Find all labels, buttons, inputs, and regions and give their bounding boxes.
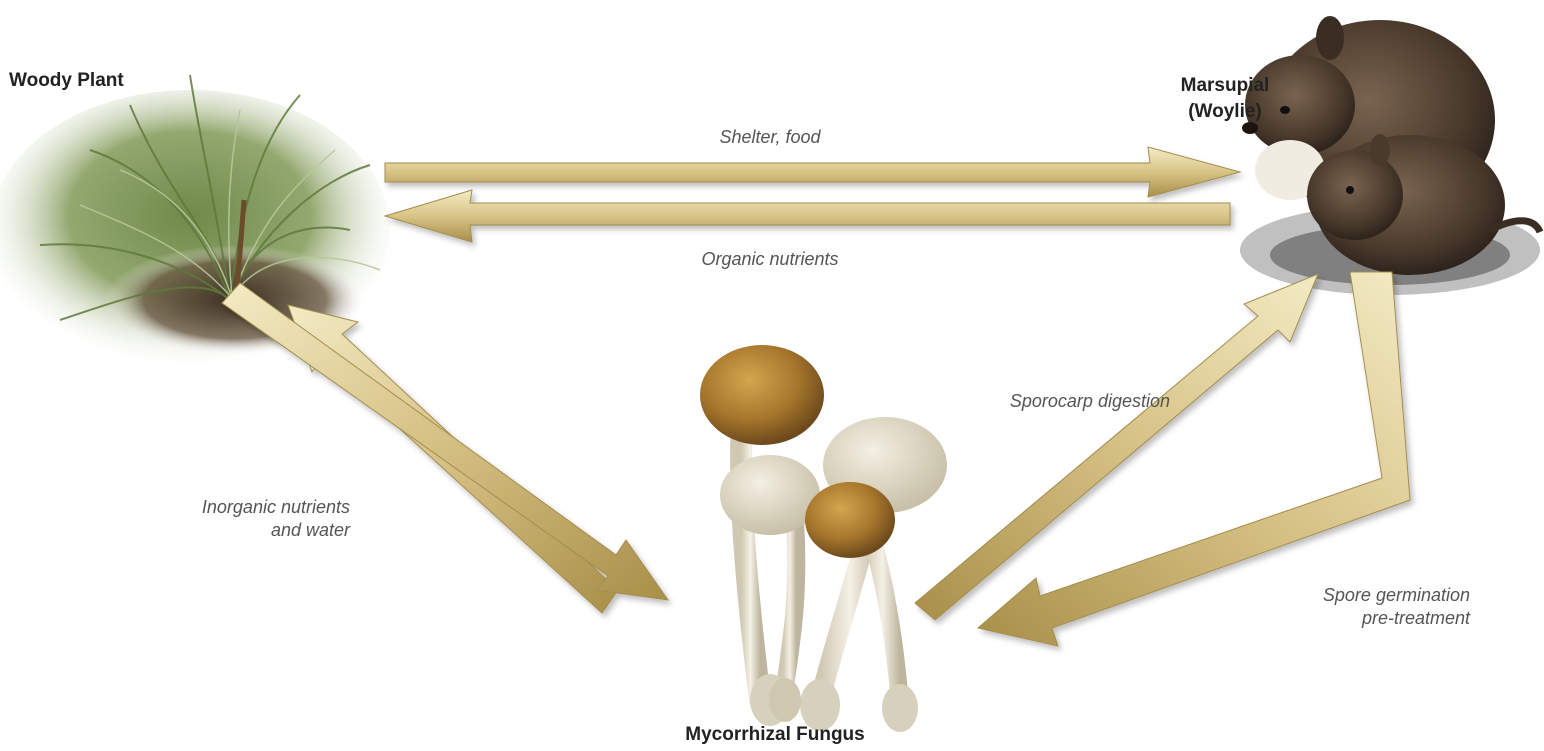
- node-label-fungus: Mycorrhizal Fungus: [655, 722, 895, 748]
- organic-nutrients-label: Organic nutrients: [701, 249, 838, 269]
- edge-label-organic-nutrients: Organic nutrients: [640, 248, 900, 271]
- inorganic-nutrients-line1: Inorganic nutrients: [130, 496, 350, 519]
- edge-label-sporocarp-digestion: Sporocarp digestion: [910, 390, 1170, 413]
- node-label-marsupial: Marsupial (Woylie): [1145, 73, 1305, 124]
- marsupial-label-line1: Marsupial: [1145, 73, 1305, 99]
- fungus-label: Mycorrhizal Fungus: [685, 724, 864, 745]
- arrow-sporocarp-digestion: [915, 274, 1318, 620]
- arrow-organic-nutrients: [385, 190, 1230, 242]
- node-label-woody-plant: Woody Plant: [5, 68, 209, 94]
- spore-germination-line2: pre-treatment: [1230, 607, 1470, 630]
- marsupial-label-line2: (Woylie): [1145, 99, 1305, 125]
- shelter-food-label: Shelter, food: [719, 127, 820, 147]
- inorganic-nutrients-line2: and water: [130, 519, 350, 542]
- sporocarp-digestion-label: Sporocarp digestion: [1010, 391, 1170, 411]
- edge-label-shelter-food: Shelter, food: [640, 126, 900, 149]
- woody-plant-label: Woody Plant: [9, 70, 124, 91]
- marsupial-illustration: [1240, 16, 1540, 295]
- arrow-plant-to-fungus: [222, 283, 668, 600]
- edge-label-spore-germination: Spore germination pre-treatment: [1230, 584, 1470, 631]
- edge-label-inorganic-nutrients: Inorganic nutrients and water: [130, 496, 350, 543]
- arrow-shelter-food: [385, 147, 1240, 197]
- spore-germination-line1: Spore germination: [1230, 584, 1470, 607]
